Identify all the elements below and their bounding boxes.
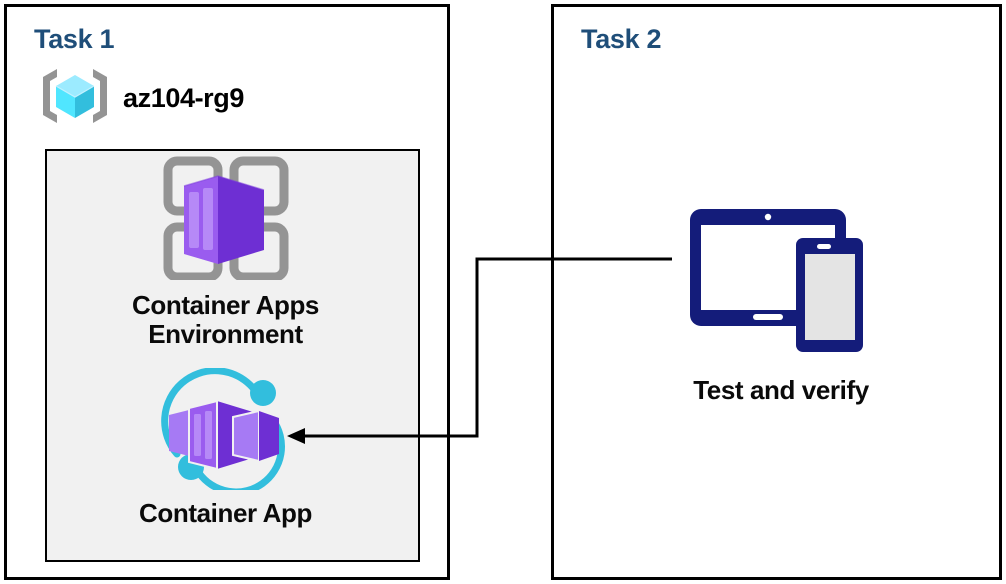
task-2-title: Task 2 <box>581 24 662 54</box>
node-container-app[interactable]: Container App <box>38 367 413 528</box>
devices-test-icon <box>663 168 899 364</box>
node-test-and-verify[interactable]: Test and verify <box>598 168 964 405</box>
resource-group-header: az104-rg9 <box>39 65 244 132</box>
container-apps-environment-icon <box>156 150 296 285</box>
node-label-test-and-verify: Test and verify <box>693 375 869 405</box>
container-app-icon <box>151 367 301 496</box>
node-container-apps-environment[interactable]: Container Apps Environment <box>38 150 413 349</box>
resource-group-name: az104-rg9 <box>123 83 244 113</box>
resource-group-icon <box>39 65 111 132</box>
node-label-container-app: Container App <box>139 498 312 528</box>
task-1-title: Task 1 <box>34 24 115 54</box>
node-label-container-apps-environment: Container Apps Environment <box>131 290 319 350</box>
